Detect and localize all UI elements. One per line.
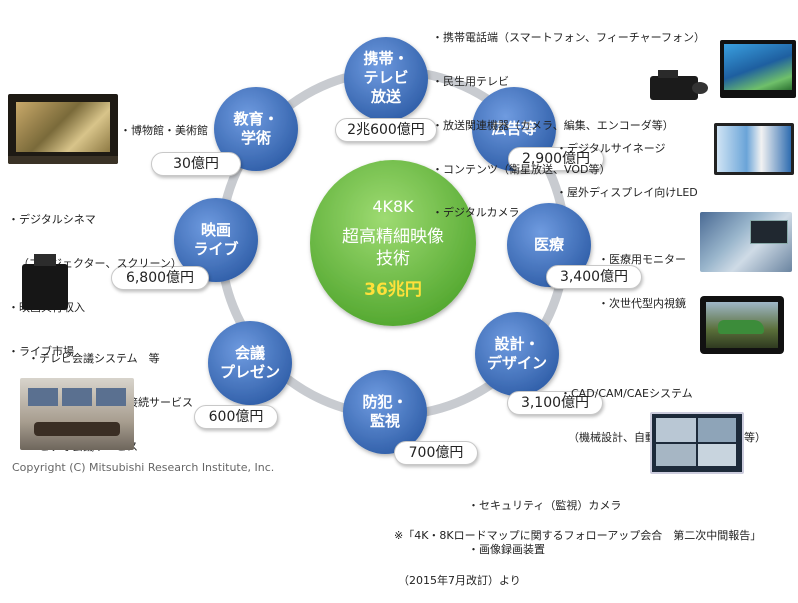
bullet-item: ・セキュリティ（監視）カメラ: [468, 499, 622, 513]
bullets-medical: ・医療用モニター ・次世代型内視鏡: [598, 224, 686, 326]
tv-camera-photo: [648, 64, 710, 110]
center-title-4k8k: 4K8K: [372, 197, 414, 216]
node-label-design: 設計・ デザイン: [486, 335, 548, 372]
value-box-meeting: 600億円: [194, 405, 278, 429]
center-market-value: 36兆円: [364, 280, 422, 300]
bullet-item: ・CAD/CAM/CAEシステム: [560, 387, 693, 401]
diagram-canvas: [174, 37, 591, 454]
bullet-item: ・放送関連機器（カメラ、編集、エンコーダ等）: [432, 118, 674, 132]
node-label-meeting: 会議 プレゼン: [219, 344, 281, 381]
node-circle-education: [214, 87, 298, 171]
copyright-text: Copyright (C) Mitsubishi Research Instit…: [12, 461, 275, 474]
value-box-cinema: 6,800億円: [111, 266, 209, 290]
source-line: ※「4K・8Kロードマップに関するフォローアップ会合 第二次中間報告」: [394, 529, 762, 542]
bullet-item: ・デジタルカメラ: [432, 206, 520, 220]
source-line: （2015年7月改訂）より: [398, 574, 521, 587]
bullet-item: ・屋外ディスプレイ向けLED: [556, 185, 698, 199]
value-box-security: 700億円: [394, 441, 478, 465]
museum-photo: [8, 94, 118, 164]
node-label-advertising: 広告等: [491, 119, 537, 138]
bullet-item: ・携帯電話端（スマートフォン、フィーチャーフォン）: [432, 31, 706, 45]
node-label-cinema: 映画 ライブ: [193, 221, 239, 258]
medical-photo: [700, 212, 792, 272]
center-title-line3: 技術: [376, 249, 410, 269]
bullet-item: ・次世代型内視鏡: [598, 296, 686, 310]
node-circle-mobile-tv: [344, 37, 428, 121]
bullet-item: ・デジタルサイネージ: [556, 142, 666, 156]
node-circle-meeting: [208, 321, 292, 405]
bullet-item: ・民生用テレビ: [432, 74, 509, 88]
node-label-education: 教育・ 学術: [233, 110, 279, 147]
node-circle-cinema: [174, 198, 258, 282]
bullets-education: ・博物館・美術館: [120, 95, 208, 153]
bullet-item: ・コンテンツ（衛星放送、VOD等）: [432, 162, 611, 176]
surveillance-monitor-photo: [650, 412, 744, 474]
cad-tablet-photo: [700, 296, 784, 354]
node-circle-security: [343, 370, 427, 454]
value-box-mobile-tv: 2兆600億円: [335, 118, 437, 142]
node-circle-design: [475, 312, 559, 396]
bullets-advertising: ・デジタルサイネージ ・屋外ディスプレイ向けLED: [556, 113, 698, 215]
value-box-advertising: 2,900億円: [508, 147, 604, 171]
center-title-line2: 超高精細映像: [342, 227, 444, 247]
center-circle: [310, 160, 476, 326]
conference-room-photo: [20, 378, 134, 450]
bullet-item: ・デジタルシネマ: [8, 213, 96, 227]
source-note: ※「4K・8Kロードマップに関するフォローアップ会合 第二次中間報告」 （201…: [394, 498, 761, 603]
bullet-item: ・医療用モニター: [598, 253, 686, 267]
node-label-security: 防犯・ 監視: [362, 393, 408, 430]
value-box-design: 3,100億円: [507, 391, 603, 415]
bullet-item: ・ライブ市場: [8, 344, 74, 358]
node-label-medical: 医療: [533, 235, 565, 254]
value-box-medical: 3,400億円: [546, 265, 642, 289]
digital-signage-photo: [714, 123, 794, 175]
value-box-education: 30億円: [151, 152, 241, 176]
large-tv-photo: [720, 40, 796, 98]
node-label-mobile-tv: 携帯・ テレビ 放送: [363, 49, 409, 106]
cinema-projector-photo: [18, 250, 72, 314]
bullet-item: ・博物館・美術館: [120, 124, 208, 138]
bullet-item: ・テレビ会議システム 等: [28, 352, 160, 366]
bullets-mobile-tv: ・携帯電話端（スマートフォン、フィーチャーフォン） ・民生用テレビ ・放送関連機…: [432, 2, 705, 236]
